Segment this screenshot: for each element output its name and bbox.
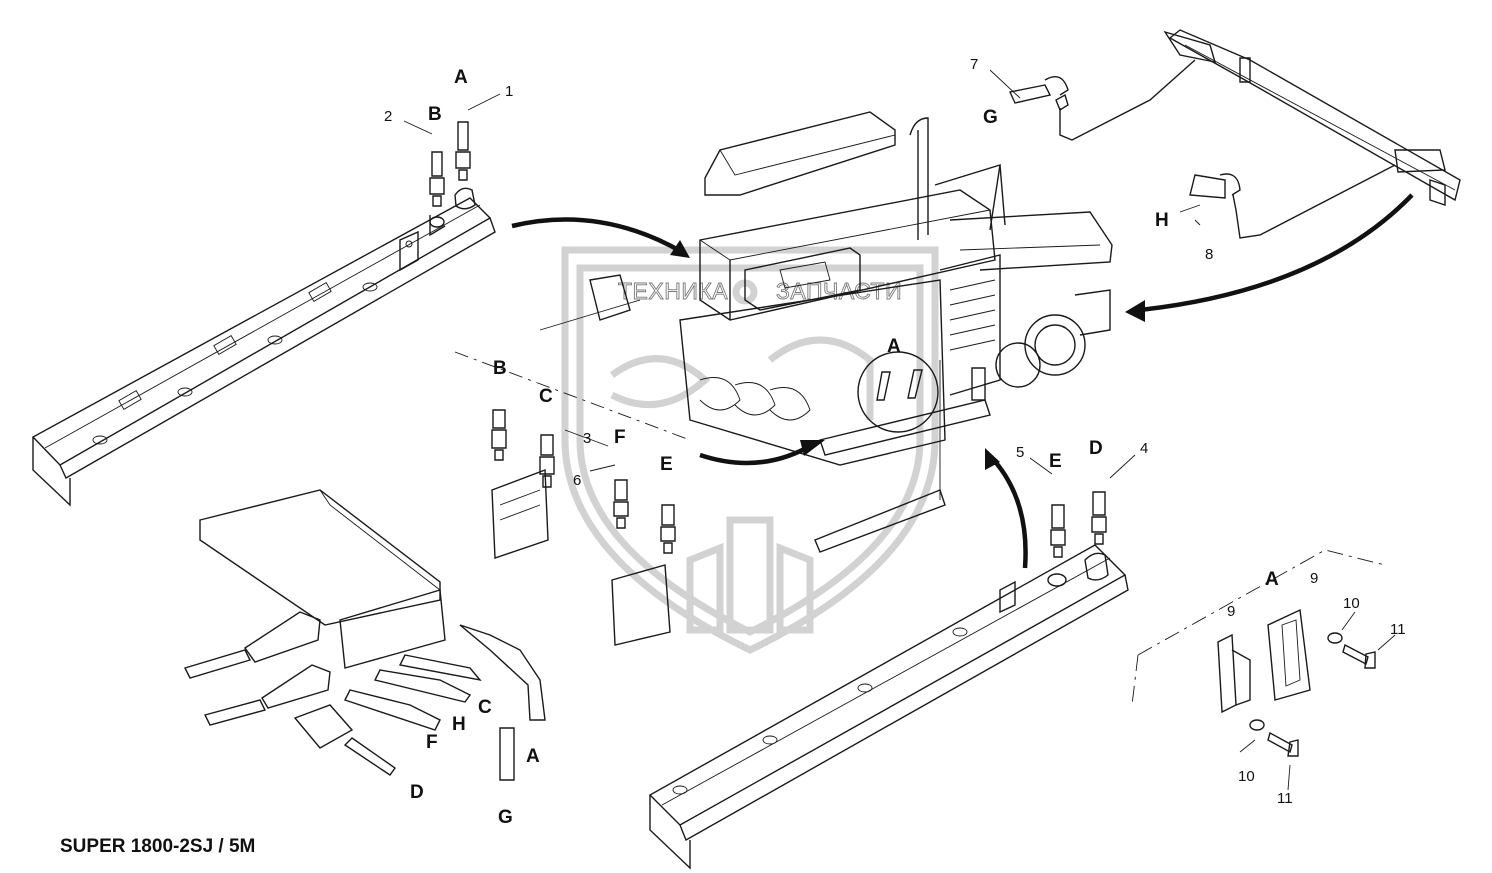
leader-1: [467, 93, 501, 111]
leader-4: [1109, 454, 1136, 479]
part-number-4: 4: [1140, 440, 1148, 457]
label-F-manifold: F: [426, 732, 438, 753]
fitting-B-top-left: [429, 151, 445, 228]
watermark-right-word: ЗАПЧАСТИ: [776, 278, 902, 304]
label-G-top-right: G: [983, 107, 998, 128]
label-A-manifold: A: [526, 746, 540, 767]
fitting-A-top-left: [455, 121, 471, 181]
leader-8: [1179, 204, 1201, 226]
part-number-8: 8: [1205, 246, 1213, 263]
part-number-3: 3: [583, 430, 591, 447]
part-number-11-lower: 11: [1277, 790, 1293, 807]
watermark-left-word: ТЕХНИКА: [618, 278, 728, 304]
leader-2: [403, 120, 433, 135]
label-D-manifold: D: [410, 782, 424, 803]
part-number-7: 7: [970, 56, 978, 73]
leader-7: [989, 69, 1021, 99]
leader-10-upper: [1341, 611, 1356, 631]
watermark-logo: [561, 246, 939, 654]
paver-machine: [539, 111, 1113, 553]
top-right-hose-assembly: [1008, 29, 1461, 239]
label-D-right: D: [1089, 438, 1103, 459]
leader-11-upper: [1377, 634, 1396, 651]
label-E-right: E: [1049, 451, 1062, 472]
part-number-6: 6: [573, 472, 581, 489]
hydraulic-manifold: [184, 489, 546, 781]
label-C-manifold: C: [478, 697, 492, 718]
part-number-11-upper: 11: [1390, 621, 1406, 638]
leader-5: [1029, 457, 1053, 475]
fitting-D-right: [1091, 491, 1107, 545]
dash-leader-mid: [454, 351, 691, 441]
part-number-1: 1: [505, 83, 513, 100]
leader-6: [589, 464, 616, 472]
fitting-E-mid: [611, 504, 676, 646]
detail-A-brackets: [1131, 549, 1386, 757]
part-number-9-right: 9: [1310, 570, 1318, 587]
fitting-E-right: [1050, 504, 1066, 558]
label-H-top-right: H: [1155, 210, 1169, 231]
fitting-C-mid: [539, 434, 555, 488]
part-number-2: 2: [384, 108, 392, 125]
part-number-5: 5: [1016, 444, 1024, 461]
leader-11-lower: [1287, 764, 1291, 791]
model-caption: SUPER 1800-2SJ / 5M: [60, 836, 256, 857]
arrow-left-to-machine: [511, 217, 690, 258]
label-B-mid: B: [493, 358, 507, 379]
part-number-10-lower: 10: [1238, 768, 1255, 785]
label-A-detail: A: [1265, 569, 1279, 590]
left-screed-beam: [31, 187, 496, 507]
part-number-10-upper: 10: [1343, 595, 1360, 612]
label-E-mid: E: [660, 454, 673, 475]
label-A-top-left: A: [454, 67, 468, 88]
label-F-mid: F: [614, 427, 626, 448]
arrow-right-to-machine: [1125, 193, 1414, 322]
part-number-9-left: 9: [1227, 603, 1235, 620]
fitting-B-mid: [491, 409, 549, 559]
label-G-manifold: G: [498, 807, 513, 828]
arrow-right-beam-to-machine: [985, 448, 1028, 569]
label-A-center-detail: A: [887, 336, 901, 357]
right-screed-beam: [648, 544, 1129, 870]
leader-3: [564, 429, 609, 447]
arrow-to-detail: [699, 440, 825, 466]
detail-circle-A: [857, 351, 939, 433]
label-H-manifold: H: [452, 714, 466, 735]
leader-10-lower: [1239, 739, 1256, 753]
label-C-mid: C: [539, 386, 553, 407]
fitting-F-mid: [613, 479, 629, 529]
label-B-top-left: B: [428, 104, 442, 125]
